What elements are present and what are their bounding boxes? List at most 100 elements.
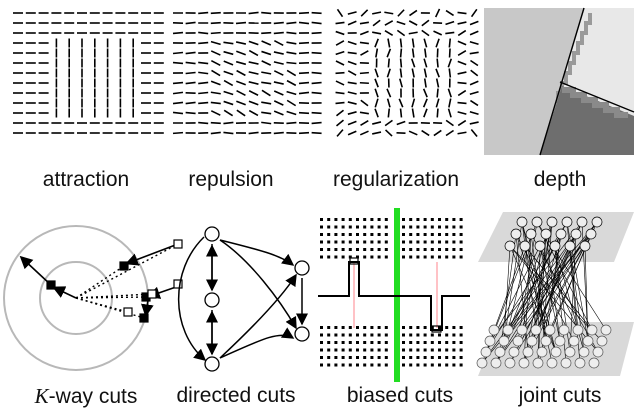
biased-grid-dot — [452, 248, 456, 251]
biased-grid-dot — [334, 248, 338, 251]
repulsion-segment — [248, 61, 259, 65]
regularization-segment — [457, 60, 467, 66]
biased-grid-dot — [327, 233, 331, 236]
regularization-segment — [411, 108, 415, 118]
regularization-segment — [411, 38, 415, 48]
regularization-segment — [457, 40, 467, 46]
biased-grid-dot — [445, 233, 449, 236]
biased-grid-dot — [341, 233, 345, 236]
repulsion-segment — [311, 91, 322, 95]
regularization-segment — [445, 20, 455, 26]
biased-grid-dot — [416, 233, 420, 236]
biased-grid-dot — [320, 341, 323, 344]
joint-link — [530, 233, 599, 353]
biased-grid-dot — [459, 248, 463, 251]
biased-grid-dot — [445, 363, 449, 367]
repulsion-segment — [172, 111, 184, 115]
biased-grid-dot — [416, 255, 420, 259]
biased-grid-dot — [320, 363, 323, 367]
biased-grid-dot — [377, 248, 381, 251]
biased-grid-dot — [409, 326, 413, 329]
repulsion-segment — [210, 50, 221, 56]
biased-grid-dot — [320, 248, 323, 251]
biased-grid-dot — [341, 356, 345, 359]
regularization-segment — [424, 48, 427, 58]
biased-grid-dot — [416, 218, 420, 221]
regularization-segment — [360, 120, 369, 126]
repulsion-segment — [273, 39, 284, 47]
repulsion-segment — [185, 51, 196, 55]
kway-node-open — [123, 307, 133, 317]
regularization-segment — [469, 80, 479, 86]
biased-grid-dot — [402, 333, 405, 337]
biased-grid-dot — [416, 356, 420, 359]
biased-grid-dot — [334, 326, 338, 329]
regularization-segment — [422, 98, 428, 108]
biased-grid-dot — [423, 333, 427, 337]
joint-bottom-node — [498, 335, 510, 347]
biased-grid-dot — [320, 233, 323, 236]
repulsion-segment — [261, 60, 272, 66]
biased-grid-dot — [409, 255, 413, 259]
repulsion-segment — [298, 91, 310, 95]
biased-grid-dot — [341, 333, 345, 337]
regularization-segment — [335, 71, 345, 75]
regularization-segment — [386, 48, 392, 58]
regularization-segment — [457, 131, 467, 135]
joint-bottom-node — [536, 346, 548, 358]
biased-grid-dot — [370, 233, 374, 236]
joint-link — [545, 233, 561, 342]
regularization-segment — [445, 9, 455, 17]
biased-grid-dot — [327, 356, 331, 359]
regularization-segment — [396, 29, 406, 37]
joint-top-node — [504, 240, 516, 252]
biased-grid-dot — [452, 225, 456, 229]
regularization-segment — [470, 59, 479, 67]
repulsion-segment — [298, 131, 310, 135]
regularization-segment — [335, 21, 345, 25]
biased-grid-dot — [384, 363, 388, 367]
biased-grid-dot — [423, 363, 427, 367]
biased-grid-dot — [430, 255, 434, 259]
repulsion-segment — [286, 31, 297, 35]
biased-grid-dot — [377, 255, 381, 259]
regularization-segment — [386, 88, 392, 98]
regularization-segment — [445, 129, 454, 137]
regularization-segment — [336, 129, 344, 137]
biased-grid-dot — [348, 356, 352, 359]
biased-grid-dot — [452, 348, 456, 352]
regularization-segment — [433, 129, 442, 137]
biased-grid-dot — [430, 348, 434, 352]
regularization-segment — [423, 58, 428, 68]
joint-bottom-node — [490, 357, 502, 369]
repulsion-segment — [261, 121, 272, 125]
joint-link — [531, 245, 586, 342]
joint-link — [507, 221, 598, 331]
biased-grid-dot — [445, 240, 449, 244]
regularization-segment — [445, 31, 455, 35]
repulsion-segment — [286, 79, 297, 87]
regularization-segment — [470, 129, 478, 137]
biased-grid-dot — [356, 341, 359, 344]
joint-bottom-node — [546, 357, 558, 369]
repulsion-segment — [172, 51, 184, 55]
repulsion-segment — [198, 41, 209, 45]
repulsion-segment — [235, 60, 247, 66]
regularization-segment — [372, 131, 382, 135]
regularization-segment — [374, 38, 379, 48]
caption-regularization: regularization — [332, 168, 460, 191]
regularization-segment — [399, 38, 403, 48]
caption-kway-k: K — [34, 384, 49, 408]
depth-light-region — [484, 8, 584, 155]
repulsion-segment — [198, 81, 209, 85]
biased-grid-dot — [363, 255, 367, 259]
biased-grid-dot — [423, 225, 427, 229]
repulsion-segment — [273, 51, 284, 55]
biased-grid-dot — [402, 341, 405, 344]
regularization-segment — [386, 68, 391, 78]
joint-bottom-node — [544, 324, 556, 336]
regularization-segment — [469, 99, 479, 107]
joint-bottom-node — [516, 324, 528, 336]
biased-grid-dot — [459, 326, 463, 329]
biased-grid-dot — [438, 225, 441, 229]
